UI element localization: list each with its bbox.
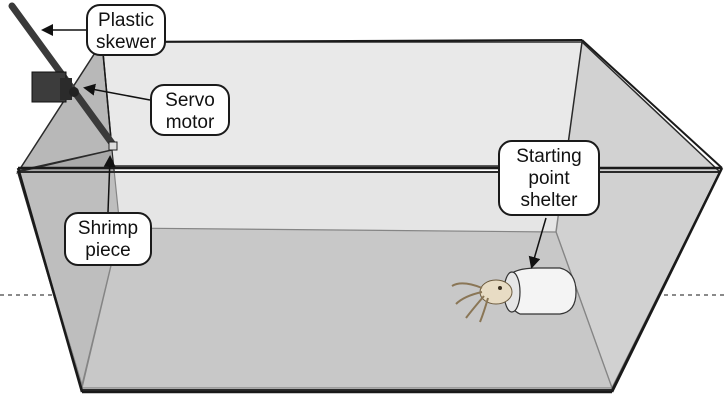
- shrimp-piece-label-line1: Shrimp: [77, 218, 139, 239]
- shrimp-piece-label: Shrimp piece: [64, 212, 152, 266]
- shelter-arrow: [528, 217, 547, 269]
- servo-arrow: [83, 83, 151, 101]
- tank-left-wall: [15, 39, 113, 174]
- servo-motor-label-line2: motor: [165, 112, 215, 133]
- tank-front-glass: [16, 171, 722, 391]
- starting-point-shelter-label-line2: point: [528, 168, 570, 189]
- shrimp-arrow: [103, 155, 116, 213]
- starting-point-shelter-label: Starting point shelter: [498, 140, 600, 216]
- starting-point-shelter-label-line3: shelter: [520, 190, 578, 211]
- cuttlefish-icon: [451, 279, 513, 323]
- tank-back-right-edge: [581, 39, 723, 169]
- shelter-tube-icon: [503, 267, 577, 315]
- servo-motor-label: Servo motor: [150, 84, 230, 136]
- starting-point-shelter-label-line1: Starting: [516, 146, 582, 167]
- tank-back-top-edge: [101, 39, 583, 43]
- servo-motor-icon: [31, 71, 79, 103]
- plastic-skewer-label: Plastic skewer: [86, 4, 166, 56]
- tank-back-left-edge: [101, 41, 113, 151]
- plastic-skewer-label-line2: skewer: [96, 32, 157, 53]
- plastic-skewer-label-line1: Plastic: [98, 10, 154, 31]
- servo-motor-label-line1: Servo: [165, 90, 215, 111]
- shrimp-piece-label-line2: piece: [85, 240, 131, 261]
- tank-left-edge: [16, 167, 84, 393]
- tank-right-edge: [610, 167, 724, 393]
- shrimp-piece-icon: [108, 141, 118, 151]
